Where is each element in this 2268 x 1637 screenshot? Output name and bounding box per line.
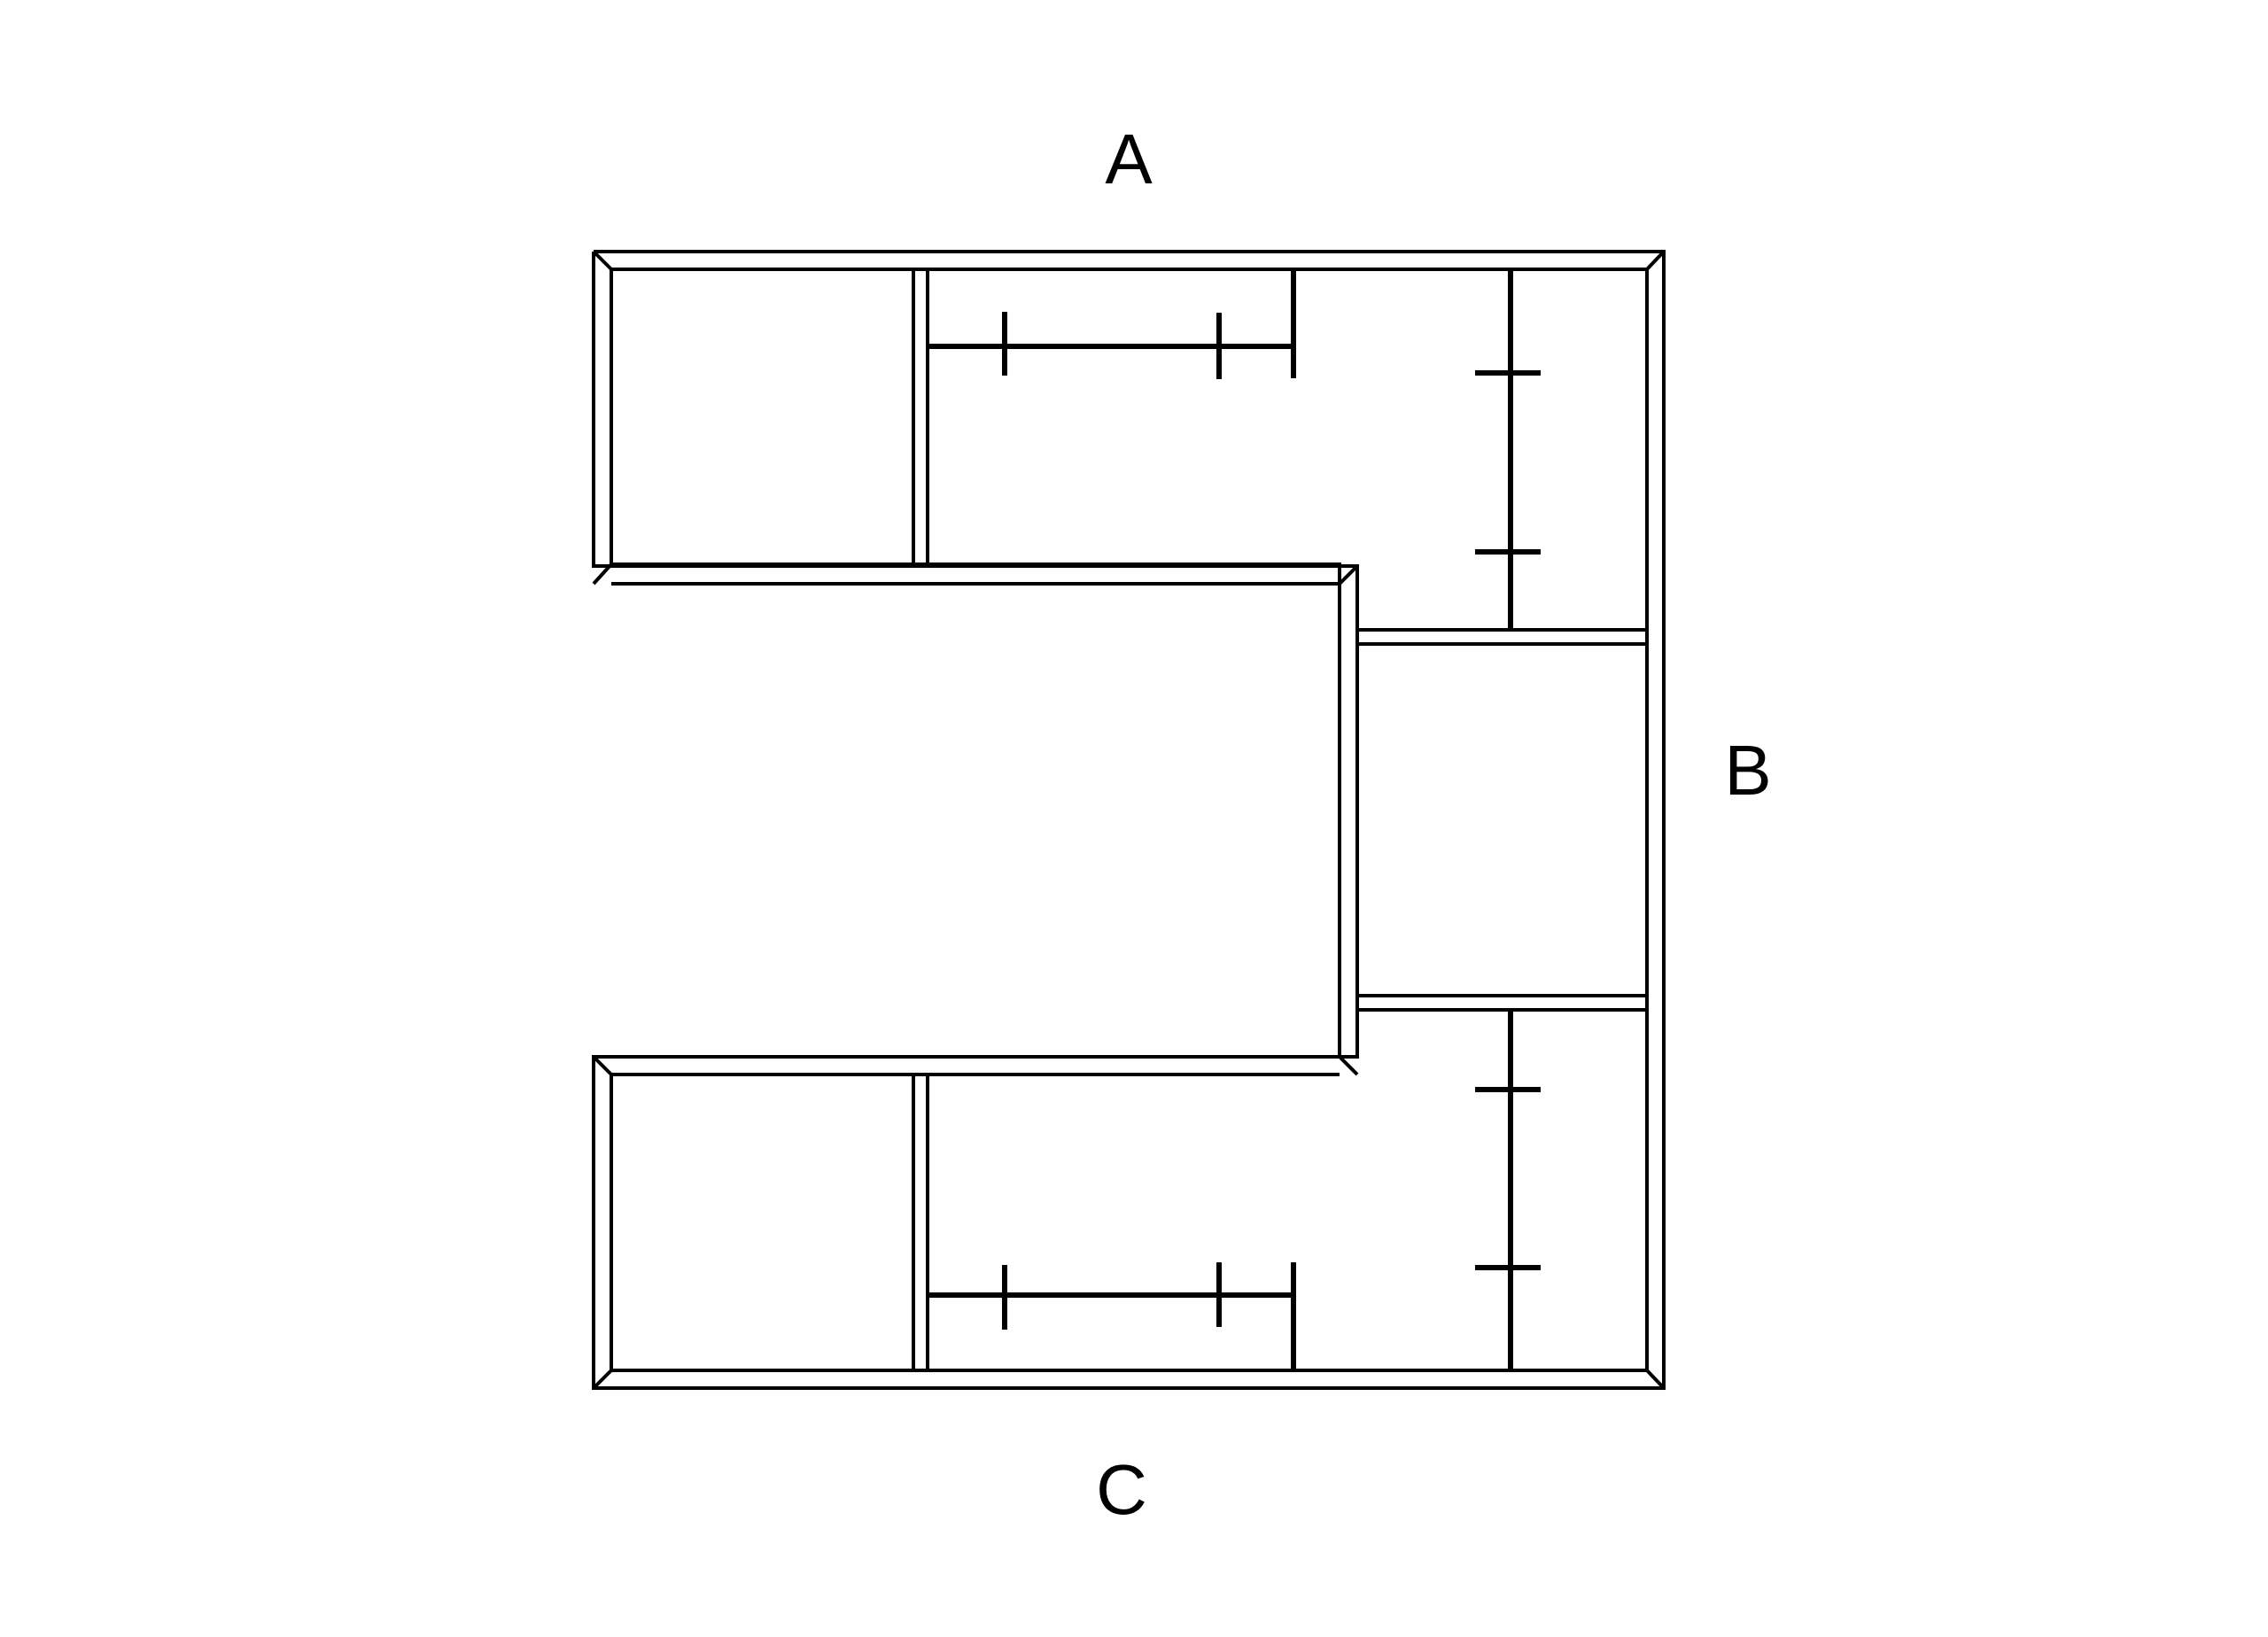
outer-frame xyxy=(592,250,1666,1390)
label-a: A xyxy=(1105,120,1153,198)
miter-corner xyxy=(592,1369,613,1390)
label-b: B xyxy=(1724,731,1772,810)
miter-corner xyxy=(1645,250,1666,271)
miter-corner xyxy=(592,1055,613,1076)
miter-corner xyxy=(592,562,613,586)
label-c: C xyxy=(1096,1450,1147,1529)
miter-corner xyxy=(1645,1369,1666,1390)
miter-corner xyxy=(592,250,613,271)
inner-frame-right xyxy=(610,630,1649,1372)
inner-frame-top-lower xyxy=(610,269,1341,1055)
inner-frame-top xyxy=(611,268,1649,630)
miter-corner xyxy=(1338,564,1359,586)
miter-corner xyxy=(1338,1055,1359,1076)
